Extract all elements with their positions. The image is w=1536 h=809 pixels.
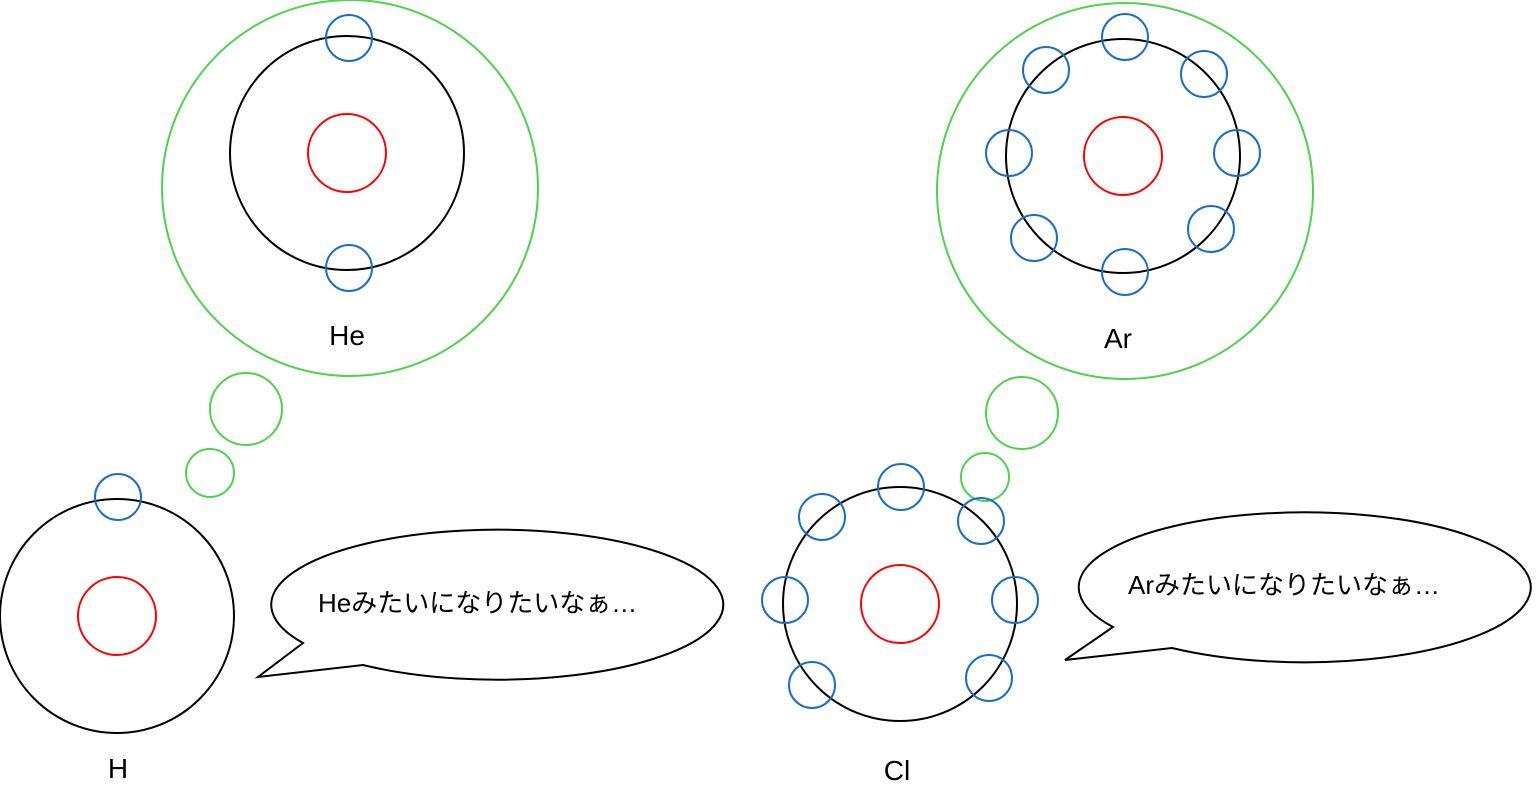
h-shell — [0, 498, 235, 734]
thought-cloud — [936, 2, 1314, 380]
electron — [1101, 248, 1149, 296]
thought-dot-large — [209, 372, 283, 446]
thought-dot-small — [185, 448, 235, 498]
h-nucleus — [77, 576, 157, 656]
electron — [1180, 50, 1228, 98]
electron — [761, 576, 809, 624]
he-label: He — [329, 320, 365, 351]
speech-outline — [254, 528, 725, 681]
cl-nucleus — [860, 564, 940, 644]
h-speech-bubble: Heみたいになりたいなぁ… — [254, 528, 725, 681]
electron — [991, 576, 1039, 624]
he-nucleus — [307, 113, 387, 193]
h-atom: H — [0, 473, 235, 784]
electron — [1187, 205, 1235, 253]
electron — [1101, 13, 1149, 61]
cl-atom: Cl — [761, 463, 1039, 786]
ar-shell — [1005, 38, 1241, 274]
ar-thought-bubble: Ar — [936, 2, 1314, 502]
electron — [985, 129, 1033, 177]
thought-dot-small — [960, 452, 1010, 502]
cl-shell — [782, 486, 1018, 722]
he-shell — [229, 35, 465, 271]
electron — [957, 497, 1005, 545]
electron — [965, 654, 1013, 702]
h-speech-text: Heみたいになりたいなぁ… — [318, 588, 637, 618]
electron — [325, 14, 373, 62]
thought-dot-large — [985, 376, 1059, 450]
speech-outline — [1064, 511, 1532, 664]
cl-speech-bubble: Arみたいになりたいなぁ… — [1064, 511, 1532, 664]
electron — [1010, 214, 1058, 262]
electron — [1213, 129, 1261, 177]
thought-cloud — [161, 0, 539, 377]
ar-nucleus — [1083, 116, 1163, 196]
cl-label: Cl — [884, 755, 910, 786]
electron — [325, 244, 373, 292]
cl-speech-text: Arみたいになりたいなぁ… — [1128, 570, 1440, 600]
electron — [1022, 46, 1070, 94]
electron — [877, 463, 925, 511]
electron — [94, 473, 142, 521]
electron — [798, 493, 846, 541]
electron — [788, 661, 836, 709]
he-thought-bubble: He — [161, 0, 539, 498]
h-label: H — [108, 753, 128, 784]
ar-label: Ar — [1104, 323, 1132, 354]
